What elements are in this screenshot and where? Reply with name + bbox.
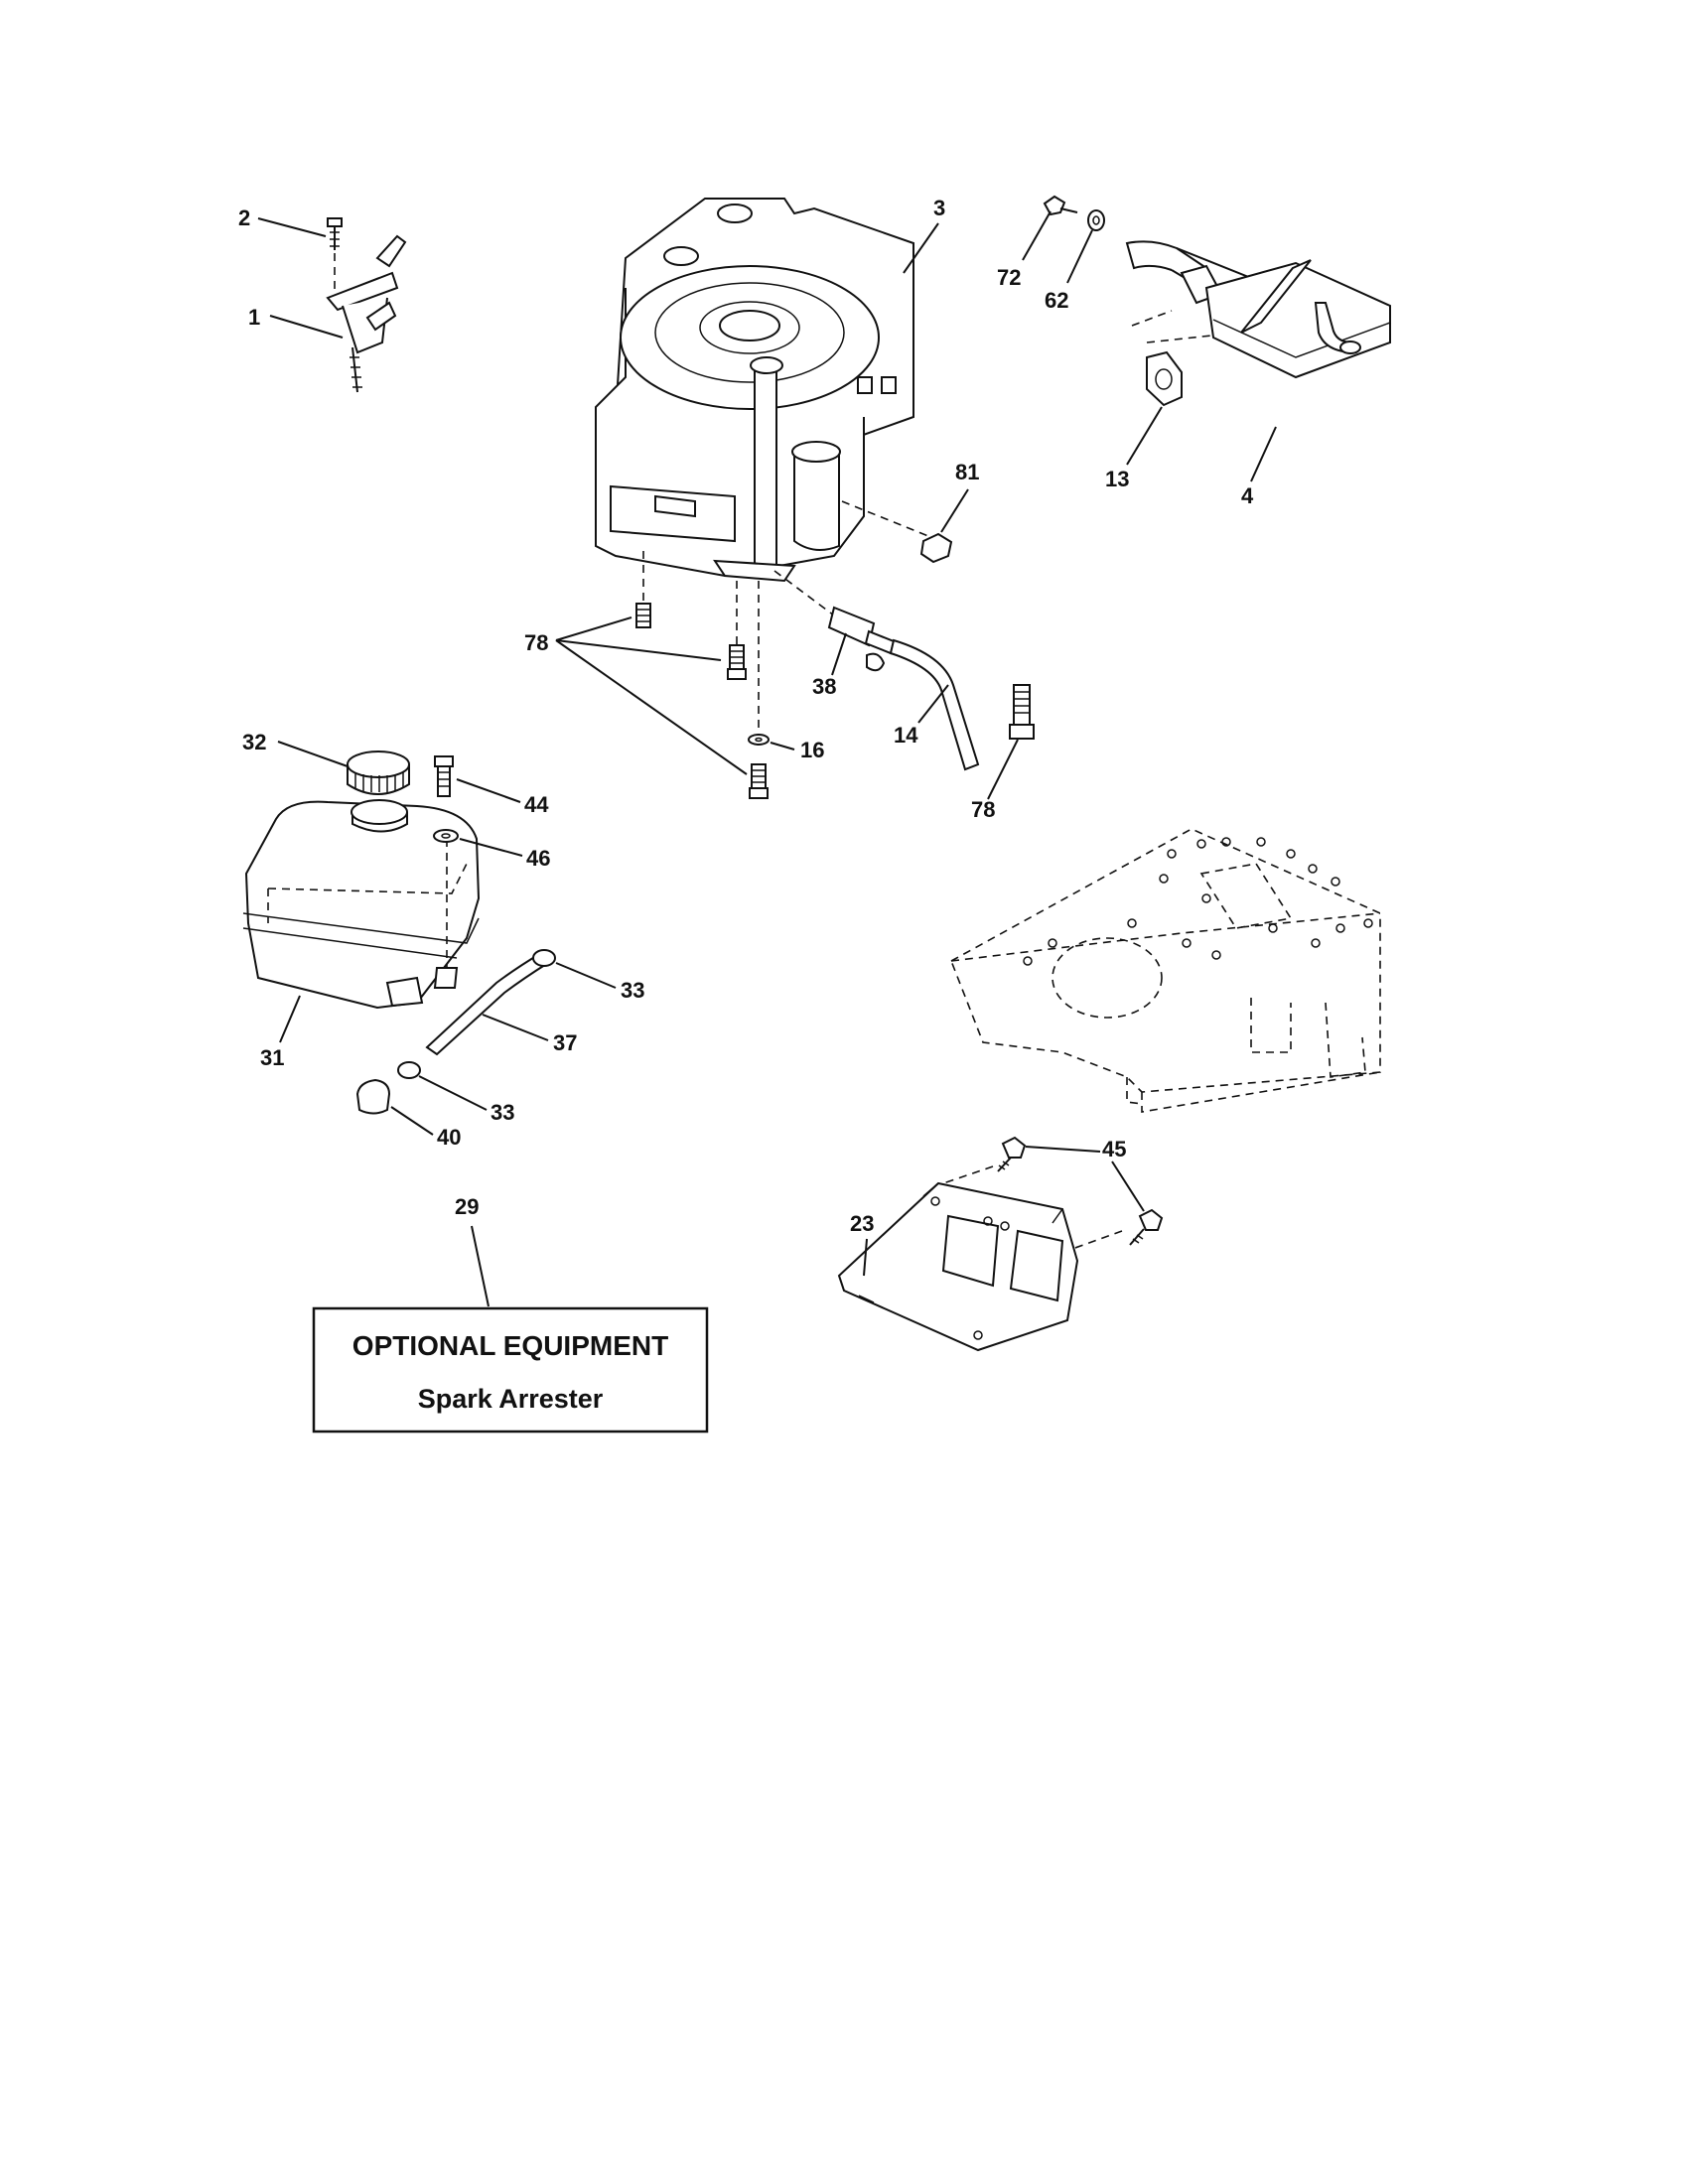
fuel-line-14 xyxy=(889,638,980,771)
callout-label: 40 xyxy=(437,1125,461,1150)
callout-62: 62 xyxy=(1045,229,1093,313)
callout-14: 14 xyxy=(894,684,949,748)
screw-44 xyxy=(434,755,454,797)
optional-equipment-item: Spark Arrester xyxy=(418,1384,604,1414)
callout-40: 40 xyxy=(390,1106,461,1150)
clamp-33-upper xyxy=(532,949,556,967)
callout-23: 23 xyxy=(850,1211,874,1277)
optional-equipment-box: OPTIONAL EQUIPMENT Spark Arrester xyxy=(312,1306,709,1433)
nut-81 xyxy=(919,532,953,564)
callout-label: 13 xyxy=(1105,467,1129,491)
callout-label: 23 xyxy=(850,1211,874,1236)
chassis-frame xyxy=(949,828,1381,1113)
callout-label: 44 xyxy=(524,792,549,817)
callout-label: 38 xyxy=(812,674,836,699)
callout-label: 14 xyxy=(894,723,918,748)
callout-label: 32 xyxy=(242,730,266,754)
callout-label: 62 xyxy=(1045,288,1068,313)
callout-32: 32 xyxy=(242,730,349,767)
callout-2: 2 xyxy=(238,205,327,237)
bolt-78-a xyxy=(635,603,651,628)
washer-16 xyxy=(748,734,770,746)
callout-46: 46 xyxy=(459,838,550,871)
callout-13: 13 xyxy=(1105,406,1163,491)
callout-38: 38 xyxy=(812,632,847,699)
callout-label: 4 xyxy=(1241,483,1254,508)
callout-29: 29 xyxy=(455,1194,490,1307)
callout-3: 3 xyxy=(903,196,945,274)
callout-label: 29 xyxy=(455,1194,479,1219)
callout-label: 2 xyxy=(238,205,250,230)
callout-81: 81 xyxy=(940,460,979,533)
callout-label: 1 xyxy=(248,305,260,330)
callout-label: 78 xyxy=(971,797,995,822)
fuel-line-37 xyxy=(425,951,550,1056)
muffler xyxy=(1125,240,1391,379)
fuel-cap-32 xyxy=(347,751,410,795)
callout-37: 37 xyxy=(482,1014,577,1055)
fuel-filter-38 xyxy=(827,606,896,672)
bolt-78-c xyxy=(749,763,769,799)
fuel-tank-31 xyxy=(242,799,481,1010)
callout-4: 4 xyxy=(1241,426,1277,508)
washer-46 xyxy=(433,829,459,843)
callout-44: 44 xyxy=(456,778,549,817)
bolt-78-b xyxy=(727,644,747,680)
callout-78-right: 78 xyxy=(971,739,1019,822)
callout-label: 45 xyxy=(1102,1137,1126,1161)
heat-shield-23 xyxy=(837,1165,1123,1352)
callout-33-upper: 33 xyxy=(555,962,644,1003)
callout-label: 31 xyxy=(260,1045,284,1070)
callout-label: 33 xyxy=(621,978,644,1003)
callout-1: 1 xyxy=(248,305,344,339)
callout-31: 31 xyxy=(260,995,301,1070)
callout-45: 45 xyxy=(1025,1137,1145,1212)
callout-label: 16 xyxy=(800,738,824,762)
washer-62 xyxy=(1087,209,1105,231)
callout-label: 37 xyxy=(553,1030,577,1055)
throttle-control-assembly xyxy=(326,217,407,393)
bolt-45-upper xyxy=(997,1136,1027,1172)
grommet-40 xyxy=(355,1078,391,1115)
callout-label: 33 xyxy=(491,1100,514,1125)
callout-label: 78 xyxy=(524,630,548,655)
callout-label: 46 xyxy=(526,846,550,871)
callout-33-lower: 33 xyxy=(418,1075,514,1125)
callout-label: 81 xyxy=(955,460,979,484)
engine xyxy=(595,198,929,737)
callout-72: 72 xyxy=(997,210,1052,290)
callout-78-left: 78 xyxy=(524,616,748,775)
bolt-78-d xyxy=(1009,684,1035,740)
gasket-13 xyxy=(1146,350,1183,407)
callout-label: 3 xyxy=(933,196,945,220)
bolt-45-lower xyxy=(1129,1208,1164,1246)
clamp-33-lower xyxy=(397,1061,421,1079)
callout-label: 72 xyxy=(997,265,1021,290)
callout-16: 16 xyxy=(770,738,824,762)
optional-equipment-title: OPTIONAL EQUIPMENT xyxy=(352,1330,668,1361)
